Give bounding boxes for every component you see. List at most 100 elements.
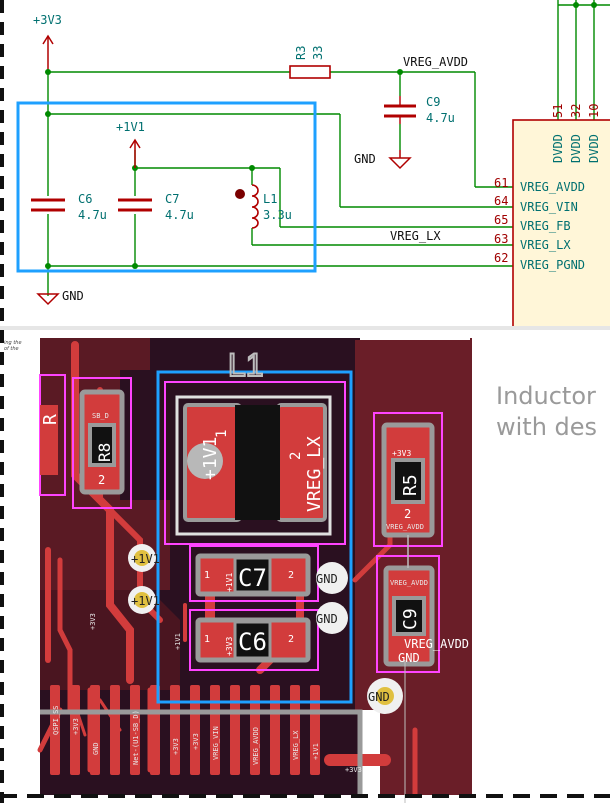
svg-text:VREG_AVDD: VREG_AVDD	[404, 637, 469, 651]
tiny-side-note: ing the of the	[4, 340, 22, 352]
svg-text:+3V3: +3V3	[172, 738, 180, 755]
pin-num-62: 62	[494, 251, 508, 265]
svg-text:VREG_VIN: VREG_VIN	[212, 726, 220, 760]
pin-name-vreg-fb: VREG_FB	[520, 219, 571, 233]
ic-pad-labels: QSPI_SS +3V3 GND Net-(U1-SB_D) +3V3 +3V3…	[52, 613, 362, 774]
gnd-label-main: GND	[62, 289, 84, 303]
svg-text:1: 1	[204, 570, 210, 581]
r3-value: 33	[311, 46, 325, 60]
svg-text:+1V1: +1V1	[312, 743, 320, 760]
svg-text:2: 2	[288, 634, 294, 645]
ic-rp2040-partial: 51 32 10 DVDD DVDD DVDD 61 64 65 63 62 V…	[494, 104, 610, 330]
svg-text:GND: GND	[92, 742, 100, 755]
pin-name-vreg-pgnd: VREG_PGND	[520, 258, 585, 272]
c9-silk-ref: C9	[400, 608, 421, 630]
svg-text:+3V3: +3V3	[192, 733, 200, 750]
svg-text:Net-(U1-SB_D): Net-(U1-SB_D)	[132, 710, 140, 765]
pin-name-vreg-lx: VREG_LX	[520, 238, 571, 252]
svg-text:+1V1: +1V1	[131, 552, 160, 566]
inductor-l1: L1 3.3u	[235, 184, 292, 229]
pin-num-63: 63	[494, 232, 508, 246]
schematic-wires	[47, 0, 610, 296]
svg-text:1: 1	[204, 634, 210, 645]
svg-text:VREG_AVDD: VREG_AVDD	[386, 523, 424, 531]
svg-text:GND: GND	[398, 651, 420, 665]
c7-ref: C7	[165, 192, 179, 206]
pin-num-61: 61	[494, 176, 508, 190]
dashed-border-left	[0, 0, 4, 803]
capacitor-c6: C6 4.7u	[31, 192, 107, 222]
r5-silk-ref: R5	[400, 474, 421, 496]
c9-value: 4.7u	[426, 111, 455, 125]
c6-value: 4.7u	[78, 208, 107, 222]
pin-num-10: 10	[587, 104, 601, 118]
highlight-box-schematic	[16, 101, 317, 273]
svg-text:+1V1: +1V1	[200, 437, 221, 480]
capacitor-c9: C9 4.7u	[384, 95, 455, 125]
svg-text:+3V3: +3V3	[392, 449, 411, 458]
svg-text:+3V3: +3V3	[72, 718, 80, 735]
svg-text:R: R	[40, 414, 61, 425]
c9-ref: C9	[426, 95, 440, 109]
vias: +1V1 +1V1 GND GND GND	[128, 544, 403, 714]
svg-text:2: 2	[288, 570, 294, 581]
c7-value: 4.7u	[165, 208, 194, 222]
svg-text:+1V1: +1V1	[174, 633, 182, 650]
svg-text:2: 2	[98, 473, 105, 487]
c6-silk-ref: C6	[238, 628, 267, 656]
inductor-l1-footprint: +1V1 1 VREG_LX 2 L1	[156, 346, 353, 704]
svg-text:GND: GND	[316, 612, 338, 626]
svg-text:+1V1: +1V1	[131, 594, 160, 608]
pin-name-vreg-avdd: VREG_AVDD	[520, 180, 585, 194]
net-label-vreg-lx: VREG_LX	[390, 229, 441, 243]
svg-text:+3V3: +3V3	[225, 637, 234, 656]
svg-text:VREG_AVDD: VREG_AVDD	[252, 727, 260, 765]
pcb-view: QSPI_SS +3V3 GND Net-(U1-SB_D) +3V3 +3V3…	[0, 330, 610, 803]
ic-side-pins: 61 64 65 63 62 VREG_AVDD VREG_VIN VREG_F…	[494, 176, 585, 272]
svg-text:+1V1: +1V1	[225, 573, 234, 592]
highlight-box-pcb	[156, 370, 353, 704]
l1-ref: L1	[263, 192, 277, 206]
pin-name-vreg-vin: VREG_VIN	[520, 200, 578, 214]
svg-text:2: 2	[288, 452, 304, 460]
resistor-r8: SB_D R8 2	[72, 377, 132, 509]
power-3v3-symbol: +3V3	[33, 13, 62, 72]
power-1v1-symbol: +1V1	[116, 120, 145, 168]
svg-text:GND: GND	[316, 572, 338, 586]
pin-num-32: 32	[569, 104, 583, 118]
schematic: +3V3	[0, 0, 610, 330]
pin-name-dvdd-2: DVDD	[569, 134, 583, 163]
ic-top-pins: 51 32 10 DVDD DVDD DVDD	[551, 104, 601, 163]
capacitor-c7-footprint: C7 +1V1 1 2	[189, 545, 319, 602]
gnd-label-c9: GND	[354, 152, 376, 166]
pin-num-51: 51	[551, 104, 565, 118]
supply-3v3-label: +3V3	[33, 13, 62, 27]
resistor-r3: R3 33	[289, 46, 331, 79]
capacitor-c9-footprint: VREG_AVDD C9 VREG_AVDD GND	[376, 555, 469, 673]
svg-text:VREG_LX: VREG_LX	[304, 436, 325, 512]
l1-silk-ref: L1	[228, 347, 264, 383]
r3-ref: R3	[294, 46, 308, 60]
svg-text:VREG_LX: VREG_LX	[292, 730, 300, 760]
svg-text:1: 1	[214, 430, 230, 438]
capacitor-c6-footprint: C6 +3V3 1 2	[189, 609, 319, 671]
gnd-symbol-c9: GND	[354, 150, 412, 170]
resistor-r-partial: R	[39, 374, 66, 496]
pin-num-64: 64	[494, 194, 508, 208]
c7-silk-ref: C7	[238, 564, 267, 592]
dashed-border-bottom	[0, 794, 610, 798]
supply-1v1-label: +1V1	[116, 120, 145, 134]
svg-text:VREG_AVDD: VREG_AVDD	[390, 579, 428, 587]
pin-num-65: 65	[494, 213, 508, 227]
ic-pad-row	[50, 685, 320, 775]
svg-text:QSPI_SS: QSPI_SS	[52, 705, 60, 735]
ic-outline	[40, 709, 363, 795]
svg-text:+3V3: +3V3	[345, 766, 362, 774]
pin-name-dvdd-3: DVDD	[587, 134, 601, 163]
svg-text:2: 2	[404, 507, 411, 521]
junction-dots	[45, 2, 597, 269]
gnd-symbol-main: GND	[36, 289, 84, 306]
net-label-vreg-avdd: VREG_AVDD	[403, 55, 468, 69]
c6-ref: C6	[78, 192, 92, 206]
